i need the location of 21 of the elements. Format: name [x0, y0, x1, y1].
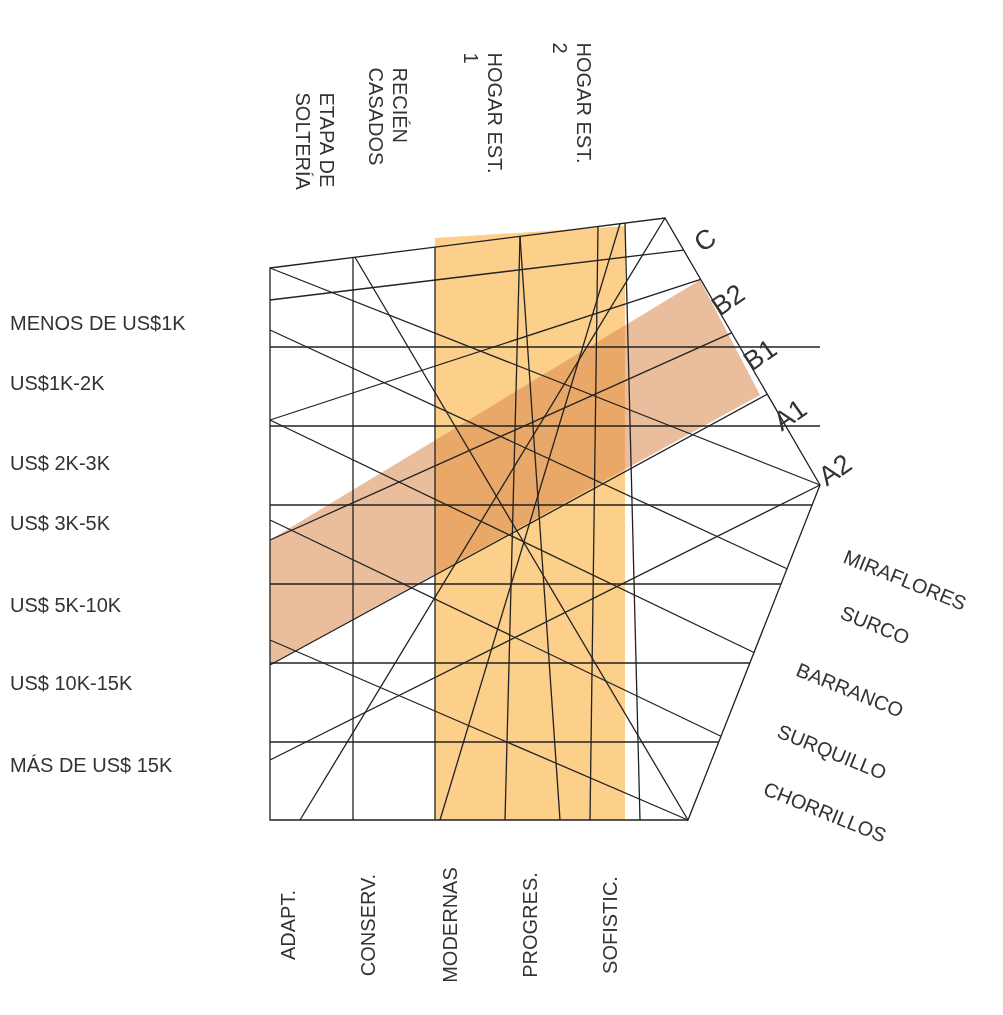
- column-label: RECIÉN CASADOS: [364, 67, 412, 168]
- column-label: ETAPA DE SOLTERÍA: [291, 92, 339, 192]
- row-label: US$ 10K-15K: [10, 671, 133, 695]
- segment-label: C: [688, 222, 722, 258]
- row-label: US$ 2K-3K: [10, 451, 111, 475]
- column-label: ADAPT.: [276, 890, 300, 960]
- row-label: MENOS DE US$1K: [10, 311, 186, 335]
- row-label: MÁS DE US$ 15K: [10, 753, 173, 777]
- column-label: MODERNAS: [438, 867, 462, 983]
- row-label: US$1K-2K: [10, 371, 105, 395]
- segment-label: B2: [705, 278, 751, 322]
- row-label: US$ 3K-5K: [10, 511, 111, 535]
- column-label: SOFISTIC.: [598, 876, 622, 974]
- column-label: PROGRES.: [518, 872, 542, 978]
- segment-label: B1: [737, 333, 783, 377]
- column-label: HOGAR EST. 1: [459, 52, 507, 176]
- column-label: HOGAR EST. 2: [548, 42, 596, 166]
- segment-label: A2: [812, 448, 858, 492]
- column-label: CONSERV.: [356, 873, 380, 977]
- row-label: US$ 5K-10K: [10, 593, 122, 617]
- segment-label: A1: [767, 393, 813, 437]
